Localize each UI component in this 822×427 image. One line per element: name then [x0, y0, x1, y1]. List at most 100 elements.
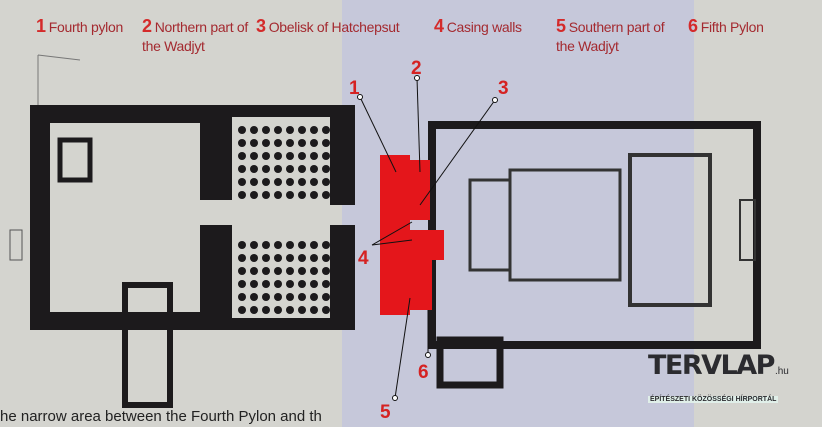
column	[286, 306, 294, 314]
column	[250, 254, 258, 262]
column	[238, 306, 246, 314]
column	[322, 126, 330, 134]
column	[262, 293, 270, 301]
column	[310, 152, 318, 160]
column	[298, 152, 306, 160]
logo-tagline: ÉPÍTÉSZETI KÖZÖSSÉGI HÍRPORTÁL	[648, 396, 779, 403]
marker-1: 1	[349, 78, 360, 99]
column	[298, 126, 306, 134]
column	[322, 254, 330, 262]
column	[286, 178, 294, 186]
column	[322, 165, 330, 173]
column	[298, 280, 306, 288]
column	[286, 267, 294, 275]
column	[238, 191, 246, 199]
column	[250, 241, 258, 249]
column	[322, 306, 330, 314]
column	[250, 267, 258, 275]
right-temple	[428, 121, 761, 389]
column	[238, 152, 246, 160]
column	[250, 178, 258, 186]
column	[238, 280, 246, 288]
column	[262, 254, 270, 262]
column-grid	[238, 126, 330, 314]
column	[322, 139, 330, 147]
column	[274, 152, 282, 160]
column	[322, 241, 330, 249]
column	[238, 267, 246, 275]
column	[262, 152, 270, 160]
column	[238, 126, 246, 134]
column	[262, 178, 270, 186]
column	[310, 254, 318, 262]
column	[310, 267, 318, 275]
column	[322, 280, 330, 288]
column	[310, 139, 318, 147]
callout-lines	[357, 75, 498, 401]
column	[274, 241, 282, 249]
column	[310, 165, 318, 173]
column	[286, 139, 294, 147]
marker-3: 3	[498, 78, 509, 99]
column	[262, 139, 270, 147]
column	[262, 126, 270, 134]
column	[286, 126, 294, 134]
marker-4: 4	[358, 248, 369, 269]
column	[262, 280, 270, 288]
column	[238, 241, 246, 249]
column	[274, 178, 282, 186]
column	[298, 306, 306, 314]
column	[322, 267, 330, 275]
column	[262, 306, 270, 314]
column	[274, 267, 282, 275]
logo-wordmark: TERVLAP	[648, 350, 775, 381]
logo-tld: .hu	[774, 366, 789, 377]
column	[274, 280, 282, 288]
column	[298, 267, 306, 275]
column	[274, 293, 282, 301]
column	[250, 280, 258, 288]
column	[298, 241, 306, 249]
column	[298, 165, 306, 173]
column	[274, 165, 282, 173]
column	[250, 191, 258, 199]
column	[310, 178, 318, 186]
column	[298, 254, 306, 262]
column	[322, 293, 330, 301]
column	[286, 152, 294, 160]
column	[274, 191, 282, 199]
column	[274, 126, 282, 134]
column	[250, 139, 258, 147]
marker-5: 5	[380, 402, 391, 423]
column	[250, 165, 258, 173]
column	[262, 241, 270, 249]
tervlap-logo: TERVLAP.hu ÉPÍTÉSZETI KÖZÖSSÉGI HÍRPORTÁ…	[648, 350, 820, 406]
column	[250, 306, 258, 314]
column	[310, 241, 318, 249]
column	[322, 178, 330, 186]
column	[238, 139, 246, 147]
column	[286, 254, 294, 262]
column	[250, 152, 258, 160]
highlighted-area-wadjyt	[380, 155, 444, 315]
caption-text: he narrow area between the Fourth Pylon …	[0, 408, 322, 425]
column	[238, 293, 246, 301]
column	[262, 267, 270, 275]
column	[250, 126, 258, 134]
marker-6: 6	[418, 362, 429, 383]
column	[238, 178, 246, 186]
column	[310, 126, 318, 134]
column	[250, 293, 258, 301]
column	[298, 293, 306, 301]
column	[274, 139, 282, 147]
column	[310, 280, 318, 288]
column	[262, 165, 270, 173]
column	[286, 280, 294, 288]
column	[298, 139, 306, 147]
